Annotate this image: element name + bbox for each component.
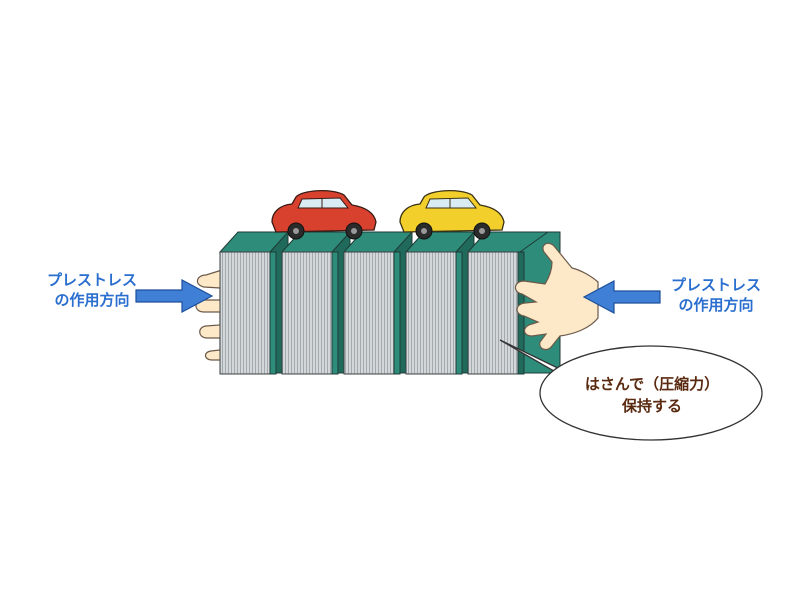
hand-icon (514, 242, 599, 351)
arrow-right-icon (135, 279, 214, 313)
prestress-direction-label-left: プレストレス の作用方向 (22, 270, 162, 310)
callout-line1: はさんで（圧縮力） (584, 375, 720, 393)
label-left-line1: プレストレス (46, 271, 137, 289)
speech-bubble (499, 339, 763, 441)
callout-text: はさんで（圧縮力） 保持する (552, 373, 752, 417)
book-stack (218, 230, 561, 375)
book-icon (280, 230, 351, 375)
car-icon (271, 190, 377, 240)
label-left-line2: の作用方向 (54, 291, 130, 309)
arrow-left-icon (582, 280, 661, 314)
book-icon (404, 230, 475, 375)
book-icon (218, 230, 289, 375)
prestress-direction-label-right: プレストレス の作用方向 (646, 275, 786, 315)
book-icon (342, 230, 413, 375)
label-right-line1: プレストレス (670, 276, 761, 294)
hand-icon (195, 269, 223, 361)
callout-line2: 保持する (621, 397, 682, 415)
label-right-line2: の作用方向 (678, 296, 754, 314)
car-icon (399, 190, 505, 240)
